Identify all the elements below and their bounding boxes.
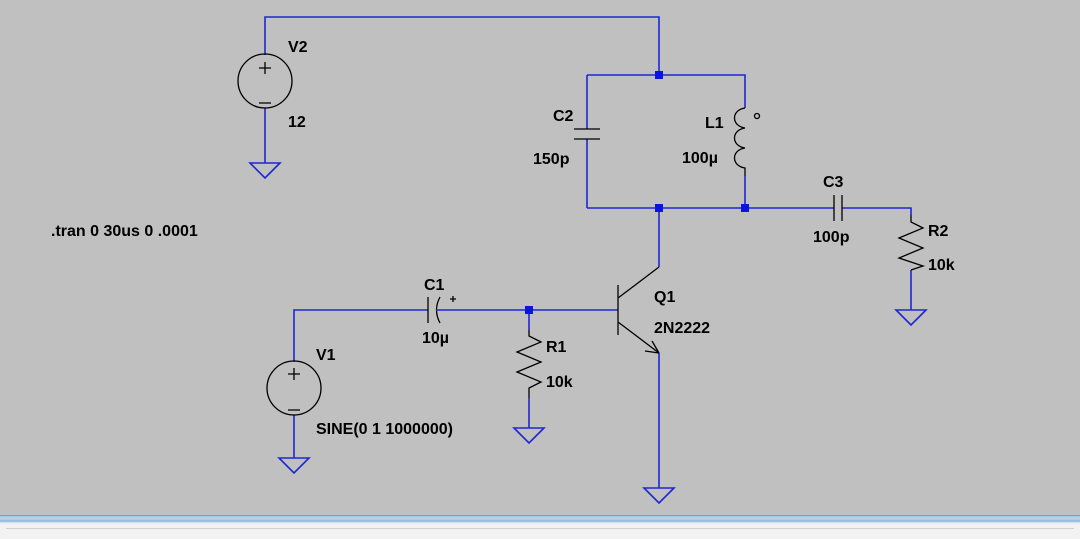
transistor-q1[interactable] — [617, 266, 660, 354]
voltage-source-v2[interactable] — [237, 53, 293, 109]
junction-dot — [655, 71, 663, 79]
status-bar — [0, 515, 1080, 539]
ground-symbol — [642, 487, 676, 505]
wire-tank-top[interactable] — [587, 74, 746, 108]
junction-dot — [741, 204, 749, 212]
ground-symbol — [512, 427, 546, 445]
resistor-r1[interactable] — [515, 330, 543, 398]
inductor-l1[interactable] — [733, 107, 761, 176]
ground-symbol — [248, 162, 282, 180]
r1-value-label[interactable]: 10k — [546, 374, 573, 391]
wire-c3-r2[interactable] — [842, 207, 912, 215]
junction-dot — [525, 306, 533, 314]
wires[interactable] — [264, 16, 912, 488]
c2-name-label[interactable]: C2 — [553, 108, 574, 125]
r2-value-label[interactable]: 10k — [928, 257, 955, 274]
v1-name-label[interactable]: V1 — [316, 347, 336, 364]
l1-name-label[interactable]: L1 — [705, 115, 724, 132]
ground-symbol — [277, 457, 311, 475]
c3-name-label[interactable]: C3 — [823, 174, 844, 191]
capacitor-c1[interactable] — [427, 296, 462, 324]
spice-directive[interactable]: .tran 0 30us 0 .0001 — [51, 223, 198, 240]
capacitor-c2[interactable] — [574, 128, 600, 140]
q1-value-label[interactable]: 2N2222 — [654, 320, 710, 337]
v2-value-label[interactable]: 12 — [288, 114, 306, 131]
junctions — [525, 71, 749, 314]
c1-name-label[interactable]: C1 — [424, 277, 445, 294]
c2-value-label[interactable]: 150p — [533, 151, 570, 168]
schematic-canvas[interactable]: V2 12 V1 SINE(0 1 1000000) C1 10µ C2 150… — [0, 0, 1080, 515]
v2-name-label[interactable]: V2 — [288, 39, 308, 56]
junction-dot — [655, 204, 663, 212]
v1-value-label[interactable]: SINE(0 1 1000000) — [316, 421, 453, 438]
wire-v2-supply[interactable] — [264, 16, 660, 75]
wire-v1-c1[interactable] — [293, 309, 428, 362]
voltage-source-v1[interactable] — [266, 360, 322, 416]
q1-name-label[interactable]: Q1 — [654, 289, 675, 306]
c3-value-label[interactable]: 100p — [813, 229, 850, 246]
c1-value-label[interactable]: 10µ — [422, 330, 449, 347]
capacitor-c3[interactable] — [833, 195, 843, 221]
r1-name-label[interactable]: R1 — [546, 339, 567, 356]
l1-value-label[interactable]: 100µ — [682, 150, 718, 167]
ground-symbol — [894, 309, 928, 327]
r2-name-label[interactable]: R2 — [928, 223, 949, 240]
labels: V2 12 V1 SINE(0 1 1000000) C1 10µ C2 150… — [51, 39, 955, 438]
status-bar-divider — [6, 528, 1074, 529]
resistor-r2[interactable] — [897, 215, 926, 271]
